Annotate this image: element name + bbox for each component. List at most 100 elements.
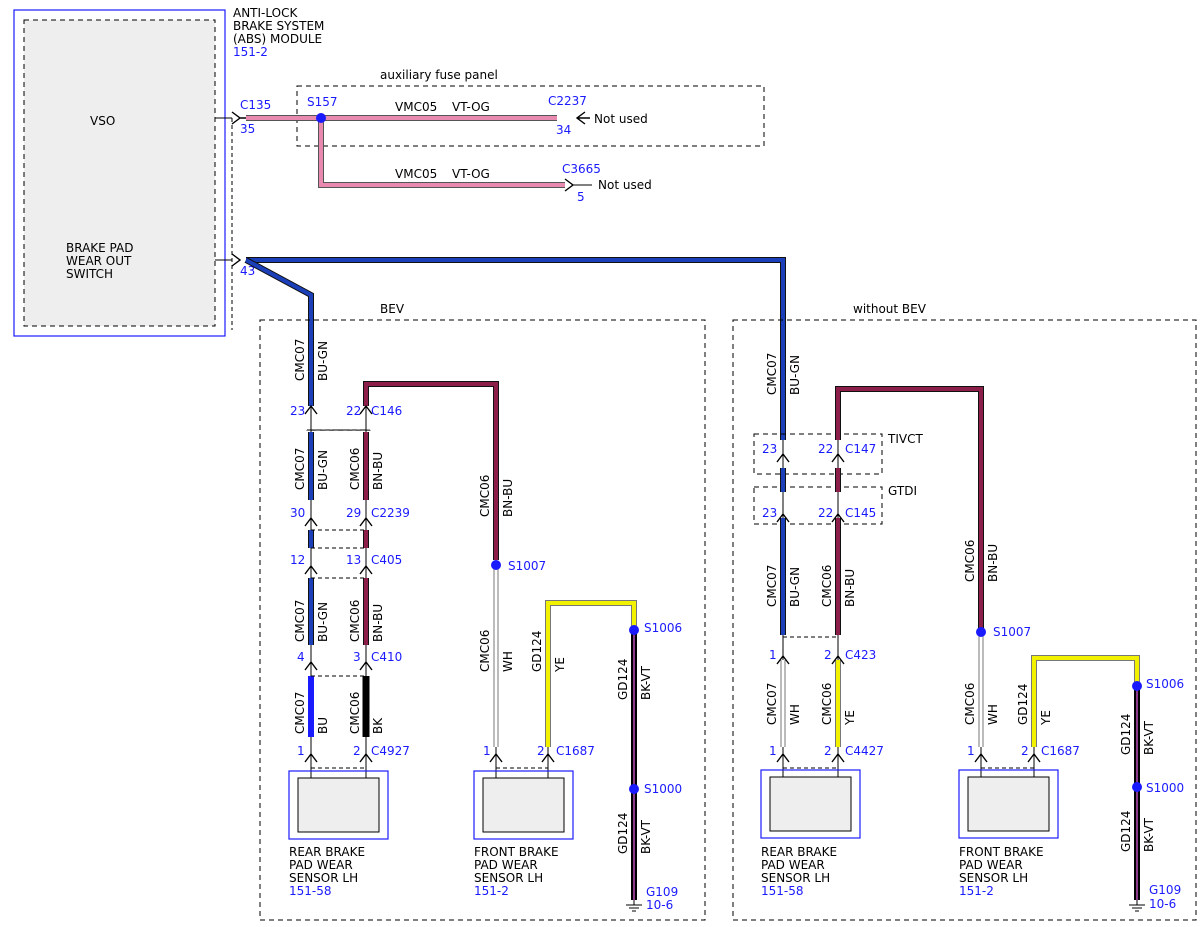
bev-cmc06-4: CMC06 [348,692,362,734]
bev-wh-6: WH [501,651,515,672]
s1006-label: S1006 [644,621,682,635]
nobev-c1687-label: C1687 [1041,744,1080,758]
connector-c2237-arrow [575,111,590,125]
bev-pin-29: 29 [346,506,361,520]
nobev-cmc06-3: CMC06 [820,683,834,725]
nobev-gd124-6: GD124 [1016,684,1030,725]
nobev-cmc07-1: CMC07 [765,353,779,395]
abs-title-2: BRAKE SYSTEM [233,19,324,33]
c147-label: C147 [845,442,876,456]
abs-ref: 151-2 [233,45,268,59]
bev-rear-sensor-3: SENSOR LH [289,871,358,885]
bev-bugn-3: BU-GN [316,602,330,642]
abs-module: ANTI-LOCK BRAKE SYSTEM (ABS) MODULE 151-… [13,6,324,337]
vmc05-wires [246,113,565,188]
c2237-label: C2237 [548,94,587,108]
bev-pin-22: 22 [346,404,361,418]
nobev-cmc06-4: CMC06 [963,540,977,582]
pin-35: 35 [240,122,255,136]
ground-g109-symbol [626,900,642,912]
bev-pin-arrows [304,404,555,763]
nobev-s1007-label: S1007 [993,625,1031,639]
nobev-ground-symbol [1129,900,1145,912]
nobev-pin-1b: 1 [769,744,777,758]
nobev-front-sensor-1: FRONT BRAKE [959,845,1044,859]
nobev-label: without BEV [853,302,927,316]
splice-s157 [316,113,326,123]
bev-gd124-9: GD124 [616,813,630,854]
bev-gd124-8: GD124 [616,659,630,700]
splice-s1006 [629,625,639,635]
ye-wire [546,601,636,747]
nobev-bnbu-4: BN-BU [986,544,1000,582]
vmc05-label-2: VMC05 [395,167,437,181]
bev-pin-23: 23 [290,404,305,418]
bev-front-sensor [473,770,574,840]
vtog-label-1: VT-OG [452,100,490,114]
pin-34: 34 [556,123,571,137]
s157-label: S157 [307,95,338,109]
nobev-gd124-8: GD124 [1119,811,1133,852]
pin-43: 43 [240,264,255,278]
c4927-label: C4927 [371,744,410,758]
bev-cmc06-2: CMC06 [348,448,362,490]
nobev-front-sensor [958,769,1059,839]
nobev-front-ref: 151-2 [959,884,994,898]
nobev-splice-s1007 [976,627,986,637]
c423-label: C423 [845,648,876,662]
abs-title-1: ANTI-LOCK [233,6,298,20]
not-used-1: Not used [594,112,648,126]
bev-bkvt-9: BK-VT [639,819,653,854]
nobev-ye-6: YE [1039,710,1053,726]
nobev-wh-3: WH [788,704,802,725]
nobev-gd124-7: GD124 [1119,714,1133,755]
bev-cmc07-1: CMC07 [293,339,307,381]
nobev-rear-sensor-3: SENSOR LH [761,871,830,885]
vmc05-label-1: VMC05 [395,100,437,114]
nobev-rear-ref: 151-58 [761,884,804,898]
splice-s1000 [629,784,639,794]
nobev-rear-sensor [760,769,861,839]
nobev-cmc07-3: CMC07 [765,683,779,725]
c4427-label: C4427 [845,744,884,758]
bev-front-sensor-3: SENSOR LH [474,871,543,885]
vso-label: VSO [90,114,115,128]
c135-label: C135 [240,98,271,112]
bev-front-ref: 151-2 [474,884,509,898]
nobev-pin-2c: 2 [1021,744,1029,758]
nobev-splice-s1000 [1132,782,1142,792]
bev-label: BEV [380,302,405,316]
bev-pin-2b: 2 [537,744,545,758]
bev-cmc07-3: CMC07 [293,600,307,642]
g109-ref: 10-6 [646,898,673,912]
bev-bnbu-3: BN-BU [371,604,385,642]
bev-pin-3: 3 [353,650,361,664]
nobev-bugn-1: BU-GN [788,355,802,395]
bev-pin-30: 30 [290,506,305,520]
bpwos-label-1: BRAKE PAD [66,241,133,255]
nobev-cmc06-2: CMC06 [820,565,834,607]
vtog-label-2: VT-OG [452,167,490,181]
bev-rear-ref: 151-58 [289,884,332,898]
c146-label: C146 [371,404,402,418]
nobev-front-sensor-2: PAD WEAR [959,858,1023,872]
cmc07-main-wire [244,257,786,440]
nobev-pin-23b: 23 [762,506,777,520]
bev-bnbu-5: BN-BU [501,479,515,517]
aux-panel-label: auxiliary fuse panel [380,68,498,82]
bev-pin-2a: 2 [353,744,361,758]
c3665-label: C3665 [562,162,601,176]
connector-c3665-arrow [564,178,575,192]
nobev-pin-1a: 1 [769,648,777,662]
nobev-pin-22a: 22 [818,442,833,456]
bev-pin-12: 12 [290,553,305,567]
bev-front-sensor-2: PAD WEAR [474,858,538,872]
nobev-pin-2a: 2 [824,648,832,662]
bev-rear-sensor-1: REAR BRAKE [289,845,365,859]
bev-cmc07-2: CMC07 [293,448,307,490]
nobev-bkvt-8: BK-VT [1142,817,1156,852]
auxiliary-fuse-panel: auxiliary fuse panel [296,68,765,147]
bev-pin-1b: 1 [483,744,491,758]
bev-bugn-1: BU-GN [316,341,330,381]
bev-bu-4: BU [316,717,330,734]
